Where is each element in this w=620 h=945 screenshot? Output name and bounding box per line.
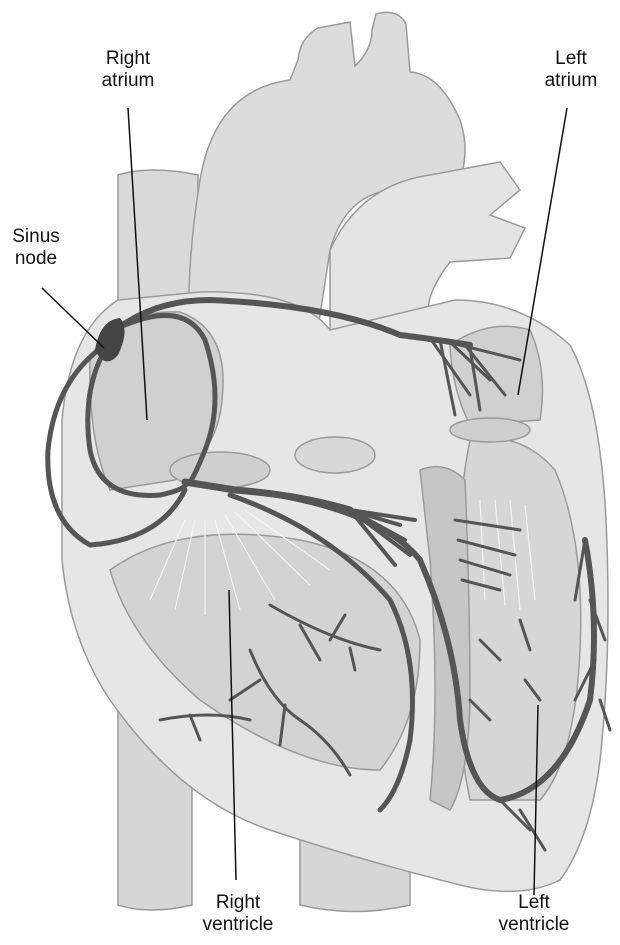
leader-sinus-node — [42, 288, 104, 348]
label-left-ventricle-line1: Left — [486, 892, 582, 914]
label-left-ventricle-line2: ventricle — [486, 914, 582, 936]
label-sinus-node-line2: node — [4, 248, 68, 270]
label-right-atrium-line2: atrium — [92, 70, 164, 92]
label-left-ventricle: Left ventricle — [486, 892, 582, 936]
mitral-valve — [450, 418, 530, 442]
label-sinus-node-line1: Sinus — [4, 226, 68, 248]
label-left-atrium: Left atrium — [536, 48, 606, 92]
heart-anatomy — [62, 12, 608, 911]
label-right-ventricle: Right ventricle — [190, 892, 286, 936]
label-left-atrium-line2: atrium — [536, 70, 606, 92]
aortic-valve — [295, 437, 375, 473]
label-sinus-node: Sinus node — [4, 226, 68, 270]
label-right-ventricle-line1: Right — [190, 892, 286, 914]
label-right-ventricle-line2: ventricle — [190, 914, 286, 936]
label-left-atrium-line1: Left — [536, 48, 606, 70]
label-right-atrium: Right atrium — [92, 48, 164, 92]
label-right-atrium-line1: Right — [92, 48, 164, 70]
left-ventricle-chamber — [454, 438, 581, 800]
